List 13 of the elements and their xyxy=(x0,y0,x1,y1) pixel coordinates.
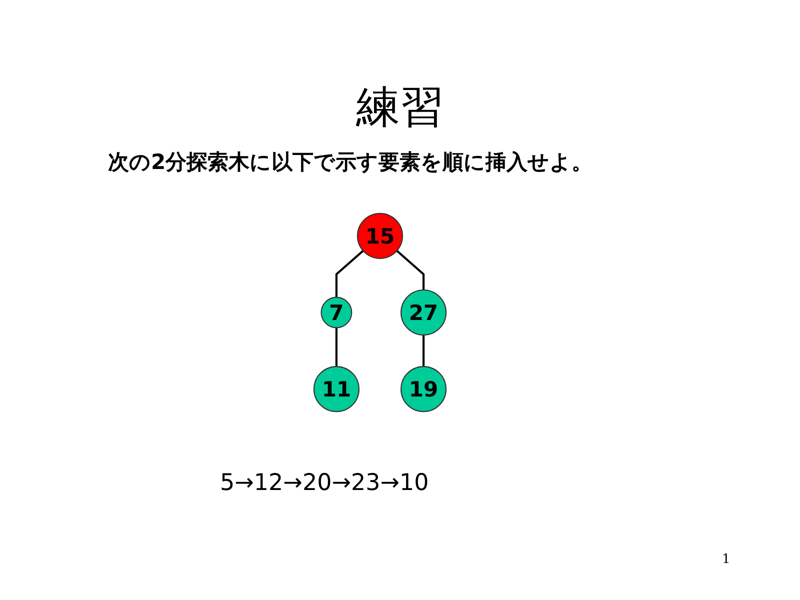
page-number: 1 xyxy=(722,552,730,567)
insertion-sequence: 5→12→20→23→10 xyxy=(220,470,429,496)
slide-title: 練習 xyxy=(355,81,445,135)
node-circle: 11 xyxy=(313,366,360,412)
node-circle: 27 xyxy=(400,289,447,336)
connector xyxy=(396,250,425,290)
instruction-text: 次の2分探索木に以下で示す要素を順に挿入せよ。 xyxy=(108,149,593,176)
connector xyxy=(335,250,364,298)
connector xyxy=(422,335,425,367)
node-circle: 19 xyxy=(400,366,447,412)
node-circle: 7 xyxy=(320,296,352,328)
node-circle: 15 xyxy=(356,212,404,259)
connector xyxy=(335,328,338,367)
